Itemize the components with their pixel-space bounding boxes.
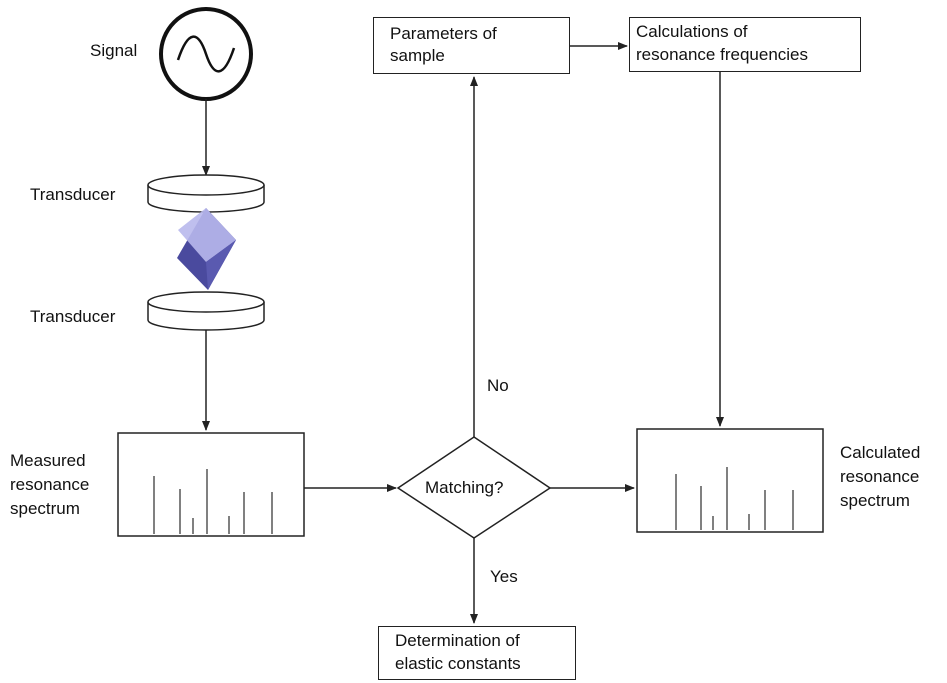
parameters-box-line2: sample bbox=[390, 46, 445, 65]
measured-label-line2: resonance bbox=[10, 475, 90, 494]
calculations-box-line1: Calculations of bbox=[636, 22, 748, 41]
calculations-of-resonance-box: Calculations of resonance frequencies bbox=[629, 17, 861, 72]
calculated-label-line3: spectrum bbox=[840, 491, 910, 510]
measured-spectrum-lines bbox=[153, 469, 273, 534]
transducer-bottom-label: Transducer bbox=[30, 307, 116, 326]
no-label: No bbox=[487, 376, 509, 395]
determination-of-elastic-constants-box: Determination of elastic constants bbox=[378, 626, 576, 680]
yes-label: Yes bbox=[490, 567, 518, 586]
determination-box-line2: elastic constants bbox=[395, 654, 521, 673]
measured-label-line1: Measured bbox=[10, 451, 86, 470]
measured-label-line3: spectrum bbox=[10, 499, 80, 518]
measured-spectrum-box bbox=[117, 432, 305, 537]
signal-generator-icon bbox=[159, 7, 253, 101]
signal-label: Signal bbox=[90, 41, 138, 60]
calculations-box-line2: resonance frequencies bbox=[636, 45, 809, 64]
transducer-top-label: Transducer bbox=[30, 185, 116, 204]
determination-box-line1: Determination of bbox=[395, 631, 520, 650]
calculated-spectrum-lines bbox=[675, 467, 794, 530]
transducer-top-icon bbox=[147, 174, 265, 213]
transducer-bottom-icon bbox=[147, 291, 265, 331]
calculated-label-line2: resonance bbox=[840, 467, 920, 486]
parameters-box-line1: Parameters of bbox=[390, 24, 497, 43]
crystal-sample-icon bbox=[177, 208, 236, 290]
matching-label: Matching? bbox=[425, 478, 504, 497]
calculated-label-line1: Calculated bbox=[840, 443, 921, 462]
calculated-spectrum-box bbox=[636, 428, 824, 533]
parameters-of-sample-box: Parameters of sample bbox=[373, 17, 570, 74]
